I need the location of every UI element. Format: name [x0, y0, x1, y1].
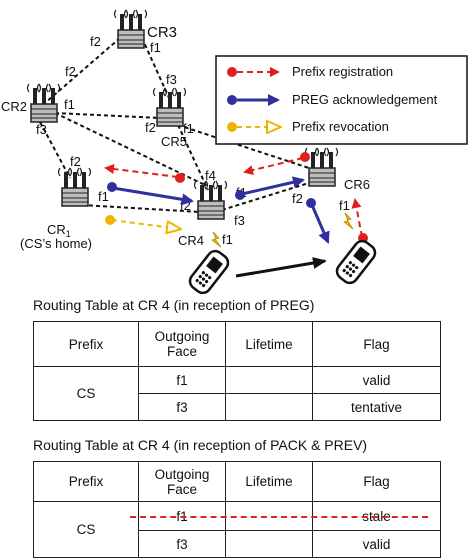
- stale-entry-strikethrough: [130, 516, 428, 518]
- router-cr4: [193, 180, 228, 220]
- col-lifetime: Lifetime: [225, 321, 313, 367]
- node-label-cr4: CR4: [178, 233, 204, 248]
- preg-arrow-cr6-cr4: [243, 157, 304, 175]
- prefix-cell: CS: [33, 366, 139, 421]
- link-cr2-cr1: [39, 121, 71, 179]
- col-prefix: Prefix: [33, 461, 139, 502]
- wireless-bolt-icon: [211, 231, 222, 248]
- svg-text:f1: f1: [339, 198, 350, 213]
- svg-text:f3: f3: [234, 213, 245, 228]
- face-cell: f3: [138, 530, 226, 558]
- svg-text:f1: f1: [98, 189, 109, 204]
- message-arrows: [104, 152, 368, 244]
- router-cr5: [152, 87, 187, 127]
- node-label-cr1: CR1: [47, 222, 71, 239]
- lifetime-cell: [225, 393, 313, 421]
- face-cell: f1: [138, 366, 226, 394]
- table-row: CS f1 valid: [33, 366, 441, 421]
- mobile-phone-icon-2: [332, 236, 380, 288]
- preg-arrow-cr4-cr1: [104, 164, 179, 178]
- svg-text:f4: f4: [205, 168, 216, 183]
- table-title-preg: Routing Table at CR 4 (in reception of P…: [33, 297, 315, 313]
- pack-arrow-cr4-cr6: [241, 176, 305, 196]
- router-cr2: [26, 83, 61, 123]
- svg-text:f2: f2: [145, 120, 156, 135]
- preg-origin-dot-2: [300, 152, 310, 162]
- face-cell: f3: [138, 393, 226, 421]
- prev-arrow-cr1-cr4: [111, 219, 180, 229]
- pack-arrow-cr6-phone: [310, 204, 330, 244]
- prefix-cell: CS: [33, 501, 139, 558]
- link-cr5-cr6: [177, 124, 316, 171]
- svg-text:f2: f2: [65, 64, 76, 79]
- svg-text:f2: f2: [180, 198, 191, 213]
- network-diagram: CR3 CR2 CR5 CR1 (CS’s home) CR4 CR6 f2 f…: [1, 9, 468, 298]
- lifetime-cell: [225, 366, 313, 394]
- table-row: CS f1 stale: [33, 501, 441, 558]
- table-row: f3 tentative: [34, 393, 441, 421]
- svg-text:f3: f3: [36, 122, 47, 137]
- col-outgoing-face: Outgoing Face: [138, 321, 226, 367]
- table-row: f3 valid: [34, 530, 441, 558]
- col-prefix: Prefix: [33, 321, 139, 367]
- face-labels: f2 f1 f2 f3 f1 f3 f2 f1 f2 f1 f4 f2 f1 f…: [36, 34, 350, 247]
- svg-text:f1: f1: [222, 232, 233, 247]
- table-header-row: Prefix Outgoing Face Lifetime Flag: [33, 461, 441, 502]
- preg-origin-dot: [175, 173, 185, 183]
- link-cr1-cr4: [81, 204, 201, 213]
- link-cr3-cr2: [44, 37, 121, 104]
- router-cr1: [57, 167, 92, 207]
- legend-prefix-registration: Prefix registration: [292, 64, 393, 79]
- svg-text:f1: f1: [150, 40, 161, 55]
- svg-text:f3: f3: [166, 72, 177, 87]
- col-flag: Flag: [312, 461, 441, 502]
- node-label-cr5: CR5: [161, 134, 187, 149]
- preg-arrow-phone-cr6: [351, 198, 363, 238]
- lifetime-cell: [225, 530, 313, 558]
- col-flag: Flag: [312, 321, 441, 367]
- link-cr5-cr4: [177, 124, 209, 191]
- movement-arrow: [235, 257, 327, 278]
- col-lifetime: Lifetime: [225, 461, 313, 502]
- pack-origin-dot-2: [235, 190, 245, 200]
- router-cr6: [304, 147, 339, 187]
- svg-text:f2: f2: [292, 191, 303, 206]
- routing-table-preg: Prefix Outgoing Face Lifetime Flag CS f1…: [33, 321, 441, 421]
- node-label-cr1-home: (CS’s home): [20, 236, 92, 251]
- svg-text:f2: f2: [70, 154, 81, 169]
- flag-cell: valid: [312, 366, 441, 394]
- svg-text:f1: f1: [183, 121, 194, 136]
- node-label-cr3: CR3: [147, 24, 177, 41]
- pack-arrow-cr1-cr4: [112, 186, 194, 206]
- node-label-cr6: CR6: [344, 177, 370, 192]
- mobile-phone-icon: [185, 246, 233, 298]
- router-cr3: [113, 9, 148, 49]
- prev-origin-dot: [105, 215, 115, 225]
- legend-preg-ack: PREG acknowledgement: [292, 92, 438, 107]
- flag-cell: tentative: [312, 393, 441, 421]
- pack-origin-dot: [107, 182, 117, 192]
- table-header-row: Prefix Outgoing Face Lifetime Flag: [33, 321, 441, 367]
- pack-origin-dot-3: [306, 198, 316, 208]
- svg-text:f2: f2: [90, 34, 101, 49]
- link-cr2-cr5: [54, 112, 161, 119]
- legend-prefix-revocation: Prefix revocation: [292, 119, 389, 134]
- node-label-cr2: CR2: [1, 99, 27, 114]
- legend: Prefix registration PREG acknowledgement…: [215, 55, 468, 145]
- col-outgoing-face: Outgoing Face: [138, 461, 226, 502]
- svg-text:f1: f1: [64, 97, 75, 112]
- table-title-pack-prev: Routing Table at CR 4 (in reception of P…: [33, 437, 368, 453]
- routing-table-pack-prev: Prefix Outgoing Face Lifetime Flag CS f1…: [33, 461, 441, 558]
- flag-cell: valid: [312, 530, 441, 558]
- wireless-bolt-icon-2: [343, 212, 354, 230]
